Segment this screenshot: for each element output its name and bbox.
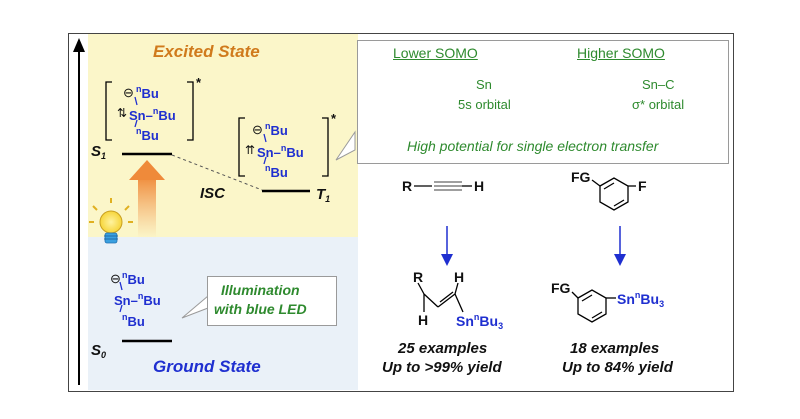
fluoroarene-structure — [591, 177, 636, 211]
s1-tin-center: Sn–nBu — [129, 106, 176, 123]
arylstannane-structure — [571, 289, 616, 323]
t1-substituent-top: nBu — [265, 121, 288, 138]
orbital-caption: High potential for single electron trans… — [407, 138, 659, 154]
s0-label: S0 — [91, 342, 107, 360]
higher-somo-desc1: Sn–C — [642, 77, 675, 92]
reaction2-yield: Up to 84% yield — [562, 359, 673, 376]
orbital-callout-pointer — [335, 130, 356, 161]
lower-somo-desc2: 5s orbital — [458, 97, 511, 112]
energy-axis-arrowhead — [73, 38, 85, 52]
s0-charge-icon: ⊖ — [110, 271, 121, 286]
s1-anion-bonds — [134, 96, 138, 128]
excited-state-region — [88, 34, 358, 237]
lower-somo-desc1: Sn — [476, 77, 492, 92]
product1-h-top-label: H — [454, 269, 465, 285]
lower-somo-title: Lower SOMO — [393, 45, 478, 61]
isc-dashed-line — [171, 154, 263, 191]
excitation-arrow-shaft — [138, 176, 156, 238]
illumination-callout — [207, 276, 337, 326]
s1-label: S1 — [91, 143, 107, 161]
s0-anion-bonds — [119, 281, 123, 313]
t1-anion-bonds — [263, 133, 267, 165]
s0-tin-center: Sn–nBu — [114, 291, 161, 308]
s1-bracket-right — [187, 81, 194, 141]
excitation-arrowhead — [129, 160, 165, 180]
alkyne-h-label: H — [474, 178, 485, 194]
illumination-callout-pointer — [181, 294, 209, 319]
product1-r-label: R — [413, 269, 424, 285]
t1-label: T1 — [316, 186, 331, 204]
t1-substituent-bottom: nBu — [265, 163, 288, 180]
illumination-line2: with blue LED — [214, 301, 307, 317]
t1-spin-icon: ⇈ — [245, 143, 256, 157]
t1-bracket-right — [322, 117, 329, 177]
product2-stannyl-label: SnnBu3 — [617, 290, 665, 309]
s1-substituent-top: nBu — [136, 84, 159, 101]
ground-state-label: Ground State — [153, 357, 261, 376]
fluoroarene-fg-label: FG — [571, 169, 591, 185]
alkyne-r-label: R — [402, 178, 413, 194]
s1-excited-star: * — [196, 75, 202, 90]
s1-spin-icon: ⇅ — [117, 106, 128, 120]
product1-h-bottom-label: H — [418, 312, 429, 328]
product1-stannyl-label: SnnBu3 — [456, 312, 504, 331]
s0-substituent-bottom: nBu — [122, 312, 145, 329]
orbital-callout-box — [357, 40, 729, 164]
t1-tin-center: Sn–nBu — [257, 143, 304, 160]
s0-substituent-top: nBu — [122, 270, 145, 287]
illumination-line1: Illumination — [221, 282, 300, 298]
s1-charge-icon: ⊖ — [123, 85, 134, 100]
alkyne-structure — [414, 181, 472, 191]
isc-label: ISC — [200, 185, 226, 202]
reaction1-examples: 25 examples — [398, 340, 488, 357]
higher-somo-desc2: σ* orbital — [632, 97, 685, 112]
light-bulb-icon — [89, 198, 133, 244]
higher-somo-title: Higher SOMO — [577, 45, 665, 61]
fluoroarene-f-label: F — [638, 178, 647, 194]
reaction1-yield: Up to >99% yield — [382, 359, 502, 376]
t1-excited-star: * — [331, 111, 337, 126]
s1-substituent-bottom: nBu — [136, 126, 159, 143]
excited-state-label: Excited State — [153, 42, 260, 61]
product2-fg-label: FG — [551, 280, 571, 296]
t1-charge-icon: ⊖ — [252, 122, 263, 137]
s1-bracket-left — [105, 81, 112, 141]
vinylstannane-structure — [417, 282, 464, 313]
t1-bracket-left — [238, 117, 245, 177]
reaction2-examples: 18 examples — [570, 340, 660, 357]
